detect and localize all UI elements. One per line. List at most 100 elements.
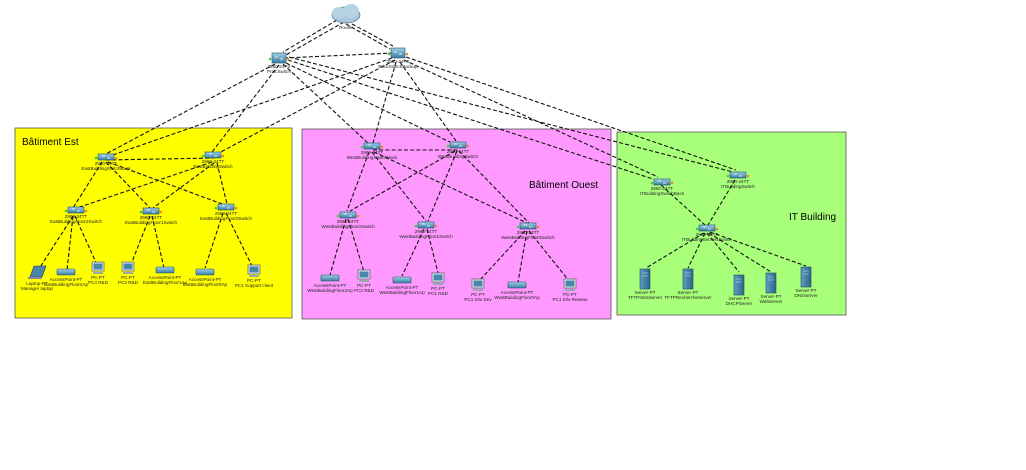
eastBackbone-type-label: 2960-24TT: [95, 161, 118, 166]
switch-icon: [698, 224, 716, 232]
srvTftp-name-label: TFTPIntraServer: [628, 295, 663, 300]
zone-west: Bâtiment Ouest: [301, 128, 612, 320]
server-icon: [639, 268, 651, 290]
apWest1-type-label: AccessPoint-PT: [386, 285, 419, 290]
pcWest0a-type-label: PC-PT: [471, 292, 485, 297]
switch-arrows-icon: [368, 144, 376, 148]
core1-name-label: PrincSwitch: [267, 69, 291, 74]
switch-icon: [97, 153, 115, 161]
apEast0-type-label: AccessPoint-PT: [189, 277, 222, 282]
switch-icon: [271, 52, 287, 64]
pc-keyboard-icon: [473, 289, 483, 291]
link-led-icon: [695, 227, 699, 231]
switch-arrows-icon: [734, 173, 742, 177]
pcEast1-type-label: PC-PT: [121, 275, 135, 280]
pc-screen-icon: [565, 280, 575, 287]
switch-arrows-icon: [275, 56, 283, 60]
westFloor2-type-label: 2960-24TT: [337, 219, 360, 224]
server-icon: [733, 274, 745, 296]
itMain-type-label: 2960-24TT: [727, 179, 750, 184]
apEast2-name-label: EastBuildingFloor2Ap: [44, 282, 89, 287]
pc-keyboard-icon: [249, 275, 259, 277]
pc-screen-icon: [359, 271, 369, 278]
apEast1-type-label: AccessPoint-PT: [149, 275, 182, 280]
link-led-icon: [94, 156, 98, 160]
link-led-icon: [336, 214, 340, 218]
switch-icon: [142, 207, 160, 215]
link-led-icon: [650, 181, 654, 185]
itServers-name-label: ITBuildingServersSwitch: [682, 237, 732, 242]
access-point-icon: [195, 268, 215, 276]
apWest0-name-label: WestBuildingFloor0Ap: [494, 295, 540, 300]
westFloor0-name-label: WestBuildingFloor0Switch: [501, 235, 555, 240]
switch-icon: [519, 222, 537, 230]
server-icon: [765, 272, 777, 294]
link-led-icon: [360, 145, 364, 149]
laptop-type-label: Laptop-PT: [26, 281, 48, 286]
links: [36, 19, 807, 283]
eastMain-type-label: 2960-24TT: [202, 159, 225, 164]
link-led-icon: [670, 181, 674, 185]
router-cloud[interactable]: Router: [331, 4, 361, 30]
switch-arrows-icon: [422, 223, 430, 227]
switch-icon: [339, 211, 357, 219]
westFloor1-name-label: WestBuildingFloor1Switch: [399, 234, 453, 239]
pc-screen-icon: [93, 263, 103, 270]
zone-west-title: Bâtiment Ouest: [529, 180, 598, 191]
link-led-icon: [726, 174, 730, 178]
westFloor0-type-label: 2960-24TT: [517, 230, 540, 235]
pc-screen-icon: [123, 263, 133, 270]
link-led-icon: [201, 154, 205, 158]
link-led-icon: [114, 156, 118, 160]
access-point-icon: [507, 281, 527, 289]
pc-keyboard-icon: [359, 280, 369, 282]
westBackbone-type-label: 2960-24TT: [361, 150, 384, 155]
switch-icon: [729, 171, 747, 179]
itMain-name-label: ITBuildingSwitch: [721, 184, 755, 189]
link-led-icon: [268, 57, 272, 61]
laptop-base-icon: [28, 277, 42, 279]
access-point-icon: [56, 268, 76, 276]
srvTftpR-type-label: Server-PT: [678, 290, 699, 295]
switch-arrows-icon: [703, 226, 711, 230]
link-led-icon: [139, 210, 143, 214]
pcWest2-type-label: PC-PT: [357, 283, 371, 288]
link-led-icon: [380, 145, 384, 149]
pcWest2-name-label: PC2 R&D: [354, 288, 375, 293]
